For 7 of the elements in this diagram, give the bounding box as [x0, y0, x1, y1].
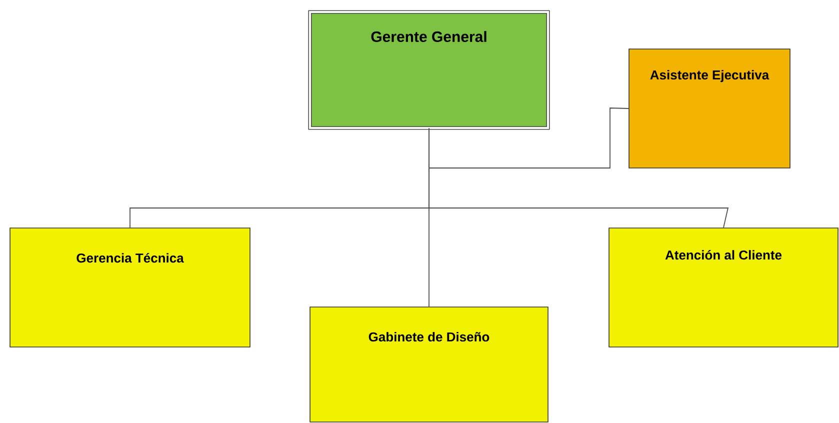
department-box: Gerencia Técnica [10, 228, 250, 348]
department-box: Gabinete de Diseño [310, 306, 548, 422]
manager-box: Gerente General [308, 10, 550, 130]
assistant-box: Asistente Ejecutiva [628, 48, 790, 168]
department-box: Atención al Cliente [608, 228, 838, 348]
connector-line [428, 108, 630, 168]
connector-line [428, 128, 729, 228]
